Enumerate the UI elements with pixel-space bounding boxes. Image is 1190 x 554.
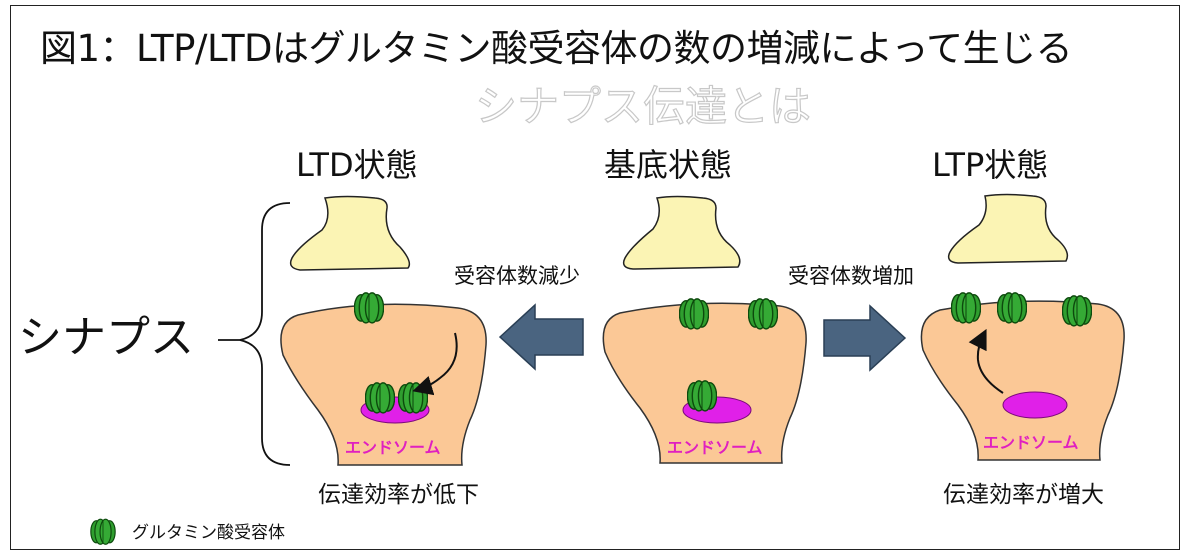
base-presynaptic-terminal: [622, 195, 741, 270]
increase-arrow-icon: [823, 304, 907, 372]
base-endosome-label: エンドソーム: [667, 438, 763, 457]
receptor-icon: [687, 380, 717, 412]
ltd-presynaptic-terminal: [289, 195, 411, 271]
ltp-state-heading: LTP状態: [932, 146, 1049, 184]
receptor-increase-label: 受容体数増加: [788, 264, 914, 288]
ltp-endosome: [1002, 391, 1068, 419]
receptor-icon: [365, 382, 395, 414]
ltd-endosome-label: エンドソーム: [345, 438, 441, 457]
legend-receptor-label: グルタミン酸受容体: [132, 523, 285, 543]
receptor-icon: [997, 292, 1027, 324]
ltp-endosome-label: エンドソーム: [983, 433, 1079, 452]
ltd-effect-text: 伝達効率が低下: [318, 482, 479, 508]
ghost-title: シナプス伝達とは: [474, 82, 812, 131]
internalization-arrow: [412, 332, 458, 396]
legend-receptor-icon: [90, 518, 116, 545]
synapse-label: シナプス: [18, 312, 194, 363]
base-state-heading: 基底状態: [604, 146, 733, 184]
receptor-icon: [354, 292, 384, 324]
receptor-icon: [748, 298, 778, 330]
receptor-icon: [1062, 295, 1092, 327]
insertion-arrow: [968, 328, 1004, 394]
receptor-icon: [679, 298, 709, 330]
receptor-decrease-label: 受容体数減少: [454, 264, 580, 288]
decrease-arrow-icon: [498, 303, 584, 371]
ltd-state-heading: LTD状態: [296, 146, 418, 184]
ltp-effect-text: 伝達効率が増大: [943, 482, 1104, 508]
figure-frame: [10, 5, 1180, 550]
figure-title: 図1：LTP/LTDはグルタミン酸受容体の数の増減によって生じる: [40, 27, 1073, 70]
receptor-icon: [951, 292, 981, 324]
ltp-presynaptic-terminal: [947, 193, 1069, 264]
